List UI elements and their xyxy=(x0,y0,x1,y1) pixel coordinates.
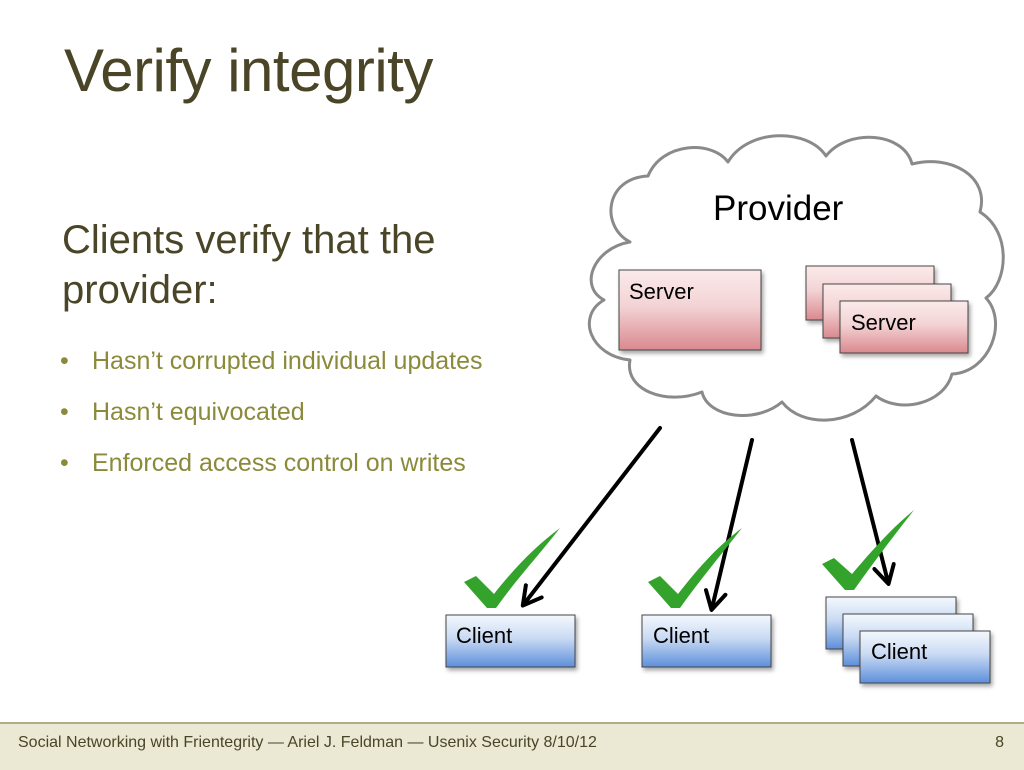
arrow xyxy=(520,426,662,608)
bullet-text: Hasn’t equivocated xyxy=(92,398,305,426)
footer-text: Social Networking with Frientegrity — Ar… xyxy=(18,734,597,751)
provider-label: Provider xyxy=(713,189,844,228)
bullet-text: Hasn’t corrupted individual updates xyxy=(92,347,483,375)
bullet-item: • Hasn’t corrupted individual updates xyxy=(58,336,483,387)
client-stack: Client xyxy=(825,596,991,684)
server-label: Server xyxy=(629,279,694,304)
bullet-dot: • xyxy=(60,398,69,426)
check-icon xyxy=(648,528,742,608)
client-box: Client xyxy=(445,614,576,668)
bullet-item: • Enforced access control on writes xyxy=(58,438,483,489)
client-box: Client xyxy=(641,614,772,668)
client-label: Client xyxy=(456,623,512,648)
server-stack: Server xyxy=(805,265,969,354)
slide-title: Verify integrity xyxy=(64,37,433,104)
check-icon xyxy=(464,528,560,608)
provider-client-diagram: Provider Server Server Client Client Cli… xyxy=(445,134,1005,684)
bullet-text: Enforced access control on writes xyxy=(92,449,466,477)
bullet-item: • Hasn’t equivocated xyxy=(58,387,483,438)
client-box-front xyxy=(859,630,991,684)
check-icon xyxy=(822,510,914,590)
bullet-dot: • xyxy=(60,347,69,375)
server-box: Server xyxy=(618,269,762,351)
page-number: 8 xyxy=(995,734,1004,751)
server-label: Server xyxy=(851,310,916,335)
bullet-list: • Hasn’t corrupted individual updates • Ha… xyxy=(58,336,483,489)
server-box-front xyxy=(839,300,969,354)
client-label: Client xyxy=(871,639,927,664)
footer-bar xyxy=(0,722,1024,770)
client-label: Client xyxy=(653,623,709,648)
bullet-dot: • xyxy=(60,449,69,477)
arrow xyxy=(703,438,754,612)
slide-subhead: Clients verify that the provider: xyxy=(62,218,436,312)
arrow xyxy=(850,438,896,586)
